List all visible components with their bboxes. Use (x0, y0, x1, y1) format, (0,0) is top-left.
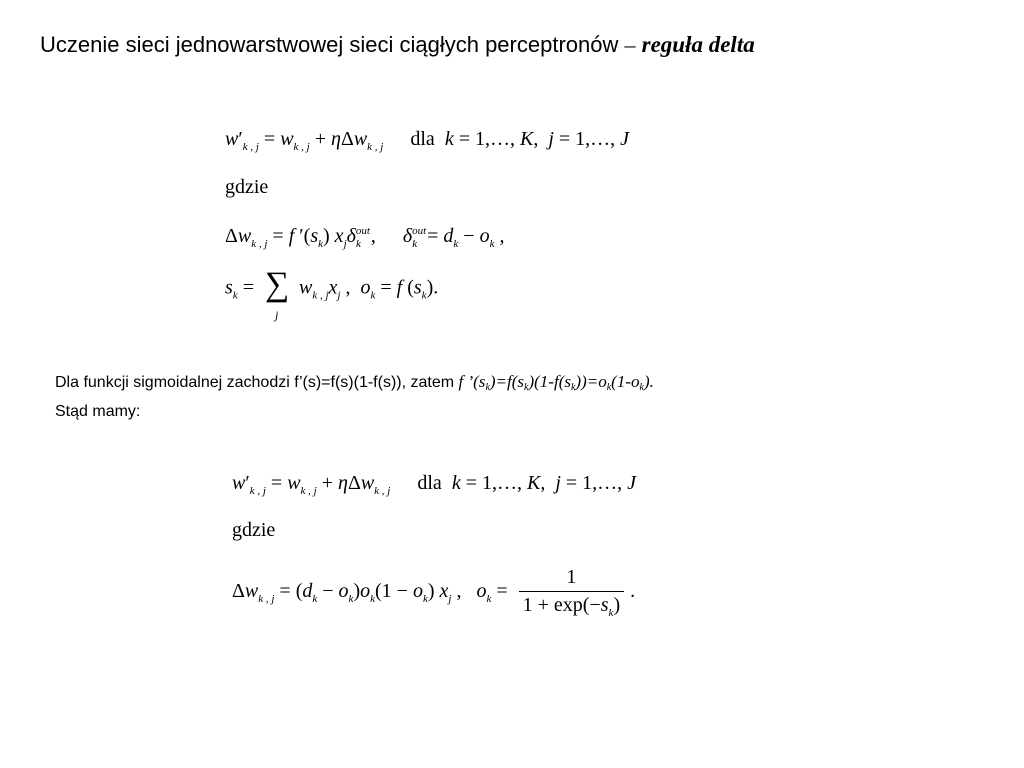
dla-label-1: dla (410, 128, 435, 150)
gdzie-label-2: gdzie (232, 519, 276, 541)
slide-title: Uczenie sieci jednowarstwowej sieci ciąg… (40, 32, 755, 58)
gdzie-label-1: gdzie (225, 176, 269, 198)
stad-mamy: Stąd mamy: (55, 403, 141, 420)
sigmoid-paragraph: Dla funkcji sigmoidalnej zachodzi f’(s)=… (55, 372, 654, 393)
formula-delta-w-2: Δwk , j = (dk − ok)ok(1 − ok) xj , ok = … (232, 566, 636, 619)
slide-title-emphasis: reguła delta (641, 32, 755, 57)
sigmoid-derivative: f ’(sk)=f(sk)(1-f(sk))=ok(1-ok). (458, 372, 654, 393)
slide-title-dash: – (624, 32, 636, 57)
dla-label-2: dla (417, 472, 442, 494)
slide-title-text: Uczenie sieci jednowarstwowej sieci ciąg… (40, 32, 619, 57)
sum-symbol: ∑j (264, 266, 290, 322)
formula-weight-update-1: w′k , j = wk , j + ηΔwk , j dla k = 1,…,… (225, 128, 630, 153)
formula-delta-w-1: Δwk , j = f ′(sk) xjδoutk , δoutk = dk −… (225, 225, 505, 250)
sigmoid-text: Dla funkcji sigmoidalnej zachodzi f’(s)=… (55, 374, 455, 391)
formula-weight-update-2: w′k , j = wk , j + ηΔwk , j dla k = 1,…,… (232, 472, 637, 497)
